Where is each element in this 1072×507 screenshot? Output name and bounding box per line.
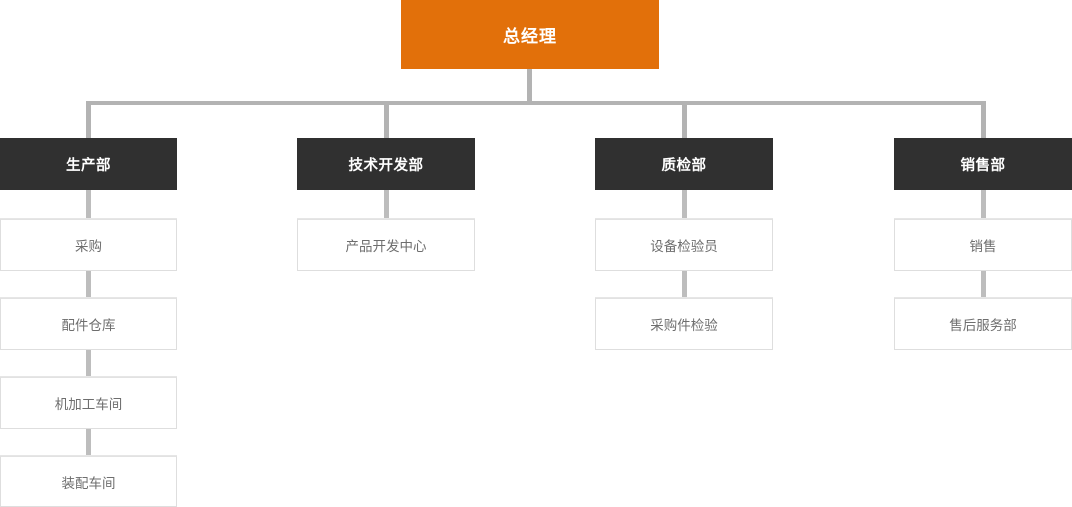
node-dept1-child-2-label: 配件仓库 [61,318,116,333]
node-dept4-child-1[interactable]: 销售 [894,219,1072,271]
node-department-1-label: 生产部 [66,157,111,174]
node-department-4-label: 销售部 [960,157,1006,174]
connector-dept1-to-child4 [86,429,91,457]
node-dept3-child-1-label: 设备检验员 [650,239,718,254]
connector-bus-to-dept-1 [86,101,91,139]
connector-dept2-to-child1 [384,190,389,220]
node-dept4-child-2-label: 售后服务部 [949,318,1017,333]
node-dept2-child-1[interactable]: 产品开发中心 [297,219,475,271]
node-dept1-child-2[interactable]: 配件仓库 [0,298,177,350]
connector-dept1-to-child2 [86,271,91,299]
connector-root-stem [527,69,532,103]
node-department-4[interactable]: 销售部 [894,138,1072,190]
node-dept4-child-2[interactable]: 售后服务部 [894,298,1072,350]
connector-dept4-to-child1 [981,190,986,220]
node-dept2-child-1-label: 产品开发中心 [345,239,427,254]
node-dept1-child-1[interactable]: 采购 [0,219,177,271]
node-dept1-child-4-label: 装配车间 [61,475,116,491]
node-department-1[interactable]: 生产部 [0,138,177,190]
connector-dept3-to-child1 [682,190,687,220]
node-dept4-child-1-label: 销售 [969,239,997,254]
node-department-3[interactable]: 质检部 [595,138,773,190]
connector-bus-to-dept-3 [682,101,687,139]
node-root-label: 总经理 [503,27,557,46]
node-department-3-label: 质检部 [661,157,707,174]
connector-dept1-to-child3 [86,350,91,378]
node-dept3-child-2[interactable]: 采购件检验 [595,298,773,350]
node-dept1-child-4[interactable]: 装配车间 [0,456,177,507]
connector-horizontal-bus [86,101,986,105]
connector-dept3-to-child2 [682,271,687,299]
node-root-general-manager[interactable]: 总经理 [401,0,659,69]
connector-dept1-to-child1 [86,190,91,220]
node-department-2[interactable]: 技术开发部 [297,138,475,190]
connector-dept4-to-child2 [981,271,986,299]
node-dept1-child-3[interactable]: 机加工车间 [0,377,177,429]
node-dept3-child-2-label: 采购件检验 [650,318,718,333]
connector-bus-to-dept-2 [384,101,389,139]
node-department-2-label: 技术开发部 [348,157,424,174]
node-dept1-child-3-label: 机加工车间 [54,397,123,412]
connector-bus-to-dept-4 [981,101,986,139]
node-dept3-child-1[interactable]: 设备检验员 [595,219,773,271]
node-dept1-child-1-label: 采购 [75,239,102,254]
